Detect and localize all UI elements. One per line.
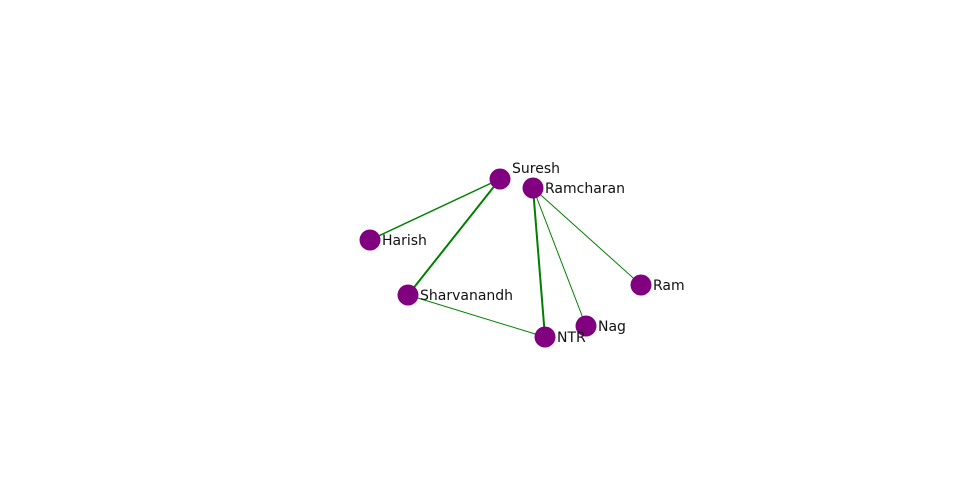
edge-ramcharan-ntr	[532, 187, 546, 338]
node-label: NTR	[557, 330, 586, 346]
node-circle-nag[interactable]	[575, 315, 597, 337]
edge-suresh-harish	[369, 178, 501, 241]
node-label: Harish	[382, 233, 427, 249]
edge-sharvanandh-ntr	[407, 294, 546, 338]
node-circle-ntr[interactable]	[534, 326, 556, 348]
node-label: Ramcharan	[545, 181, 625, 197]
node-circle-sharvanandh[interactable]	[397, 284, 419, 306]
node-label: Ram	[653, 278, 685, 294]
node-label: Suresh	[512, 161, 560, 177]
node-circle-ram[interactable]	[630, 274, 652, 296]
edges-layer	[369, 178, 642, 338]
node-circle-harish[interactable]	[359, 229, 381, 251]
node-circle-ramcharan[interactable]	[522, 177, 544, 199]
node-circle-suresh[interactable]	[489, 168, 511, 190]
edge-ramcharan-nag	[532, 187, 587, 327]
nodes-layer	[359, 168, 652, 348]
edge-suresh-sharvanandh	[407, 178, 501, 296]
node-label: Sharvanandh	[420, 288, 513, 304]
node-label: Nag	[598, 319, 626, 335]
edge-ramcharan-ram	[532, 187, 642, 286]
